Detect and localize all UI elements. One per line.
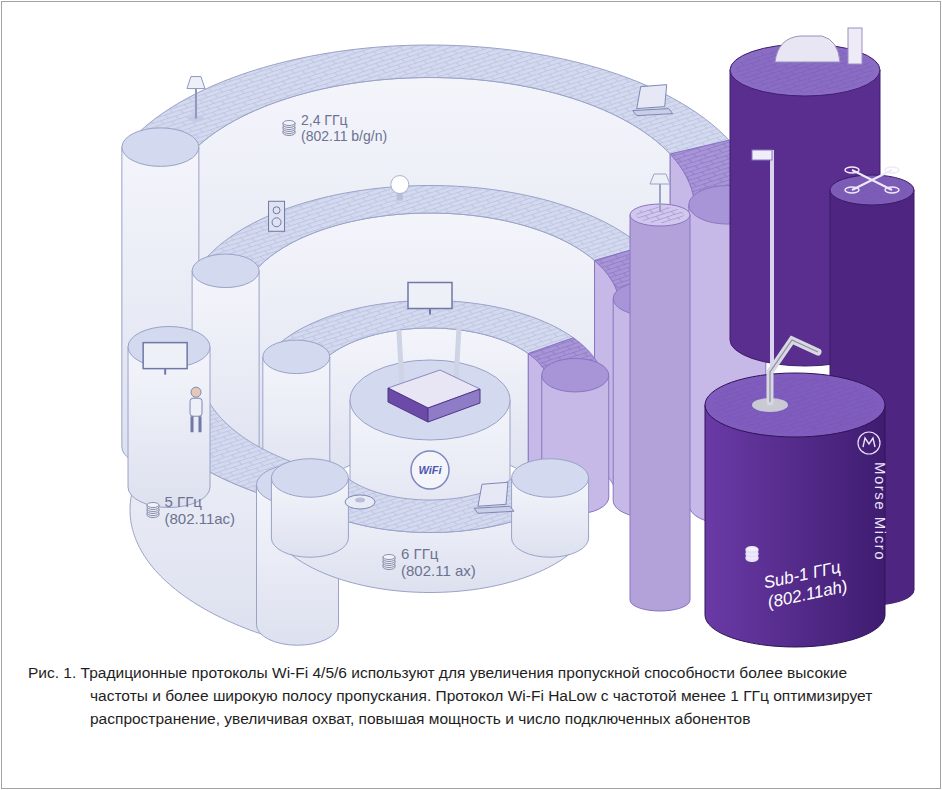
illustration-shape <box>269 201 285 231</box>
storage-icon <box>282 119 296 137</box>
tv-icon <box>143 343 187 375</box>
pedestal-top <box>542 358 609 392</box>
halow-pillar: Morse MicroSub-1 ГГц (802.11ah) <box>705 395 885 645</box>
illustration-shape <box>273 207 280 214</box>
lamp-pole <box>659 180 661 212</box>
band-top <box>200 186 642 276</box>
coin <box>746 547 758 552</box>
pedestal-top <box>350 360 510 440</box>
drone-icon <box>852 170 892 190</box>
band-tiles <box>200 186 642 276</box>
storage-icon <box>146 501 160 519</box>
vacuum-icon <box>345 495 375 509</box>
lamp-shade <box>650 174 670 184</box>
band-top <box>131 45 729 154</box>
illustration-shape <box>192 416 200 432</box>
wifi-logo: WiFi <box>410 450 450 490</box>
band-label-text: 2,4 ГГц (802.11 b/g/n) <box>301 112 390 144</box>
pedestal-top <box>512 459 589 498</box>
logo-text: WiFi <box>410 450 450 490</box>
illustration-shape <box>770 340 818 402</box>
band-label: 2,4 ГГц (802.11 b/g/n) <box>282 112 390 144</box>
illustration-shape <box>191 387 201 397</box>
logo-mark <box>863 438 875 447</box>
illustration-shape <box>143 343 187 369</box>
band-label-text: 6 ГГц (802.11 ax) <box>401 545 478 580</box>
lamp-icon <box>187 77 205 122</box>
laptop-icon <box>474 482 514 513</box>
pedestal-top <box>271 459 348 498</box>
brand-name: Morse Micro <box>871 462 889 561</box>
morse-pillar <box>705 373 885 647</box>
illustration-shape <box>630 215 690 611</box>
pedestal-top <box>192 254 259 288</box>
illustration-shape <box>713 377 877 433</box>
purple-pillar <box>630 174 690 611</box>
coin <box>147 503 159 508</box>
illustration-shape <box>187 77 205 89</box>
person-icon <box>190 387 202 432</box>
storage-icon <box>745 545 759 563</box>
illustration-shape <box>355 497 365 502</box>
coin <box>283 121 295 126</box>
illustration-shape <box>705 373 885 437</box>
logo-ring <box>858 432 880 454</box>
illustration-shape <box>478 482 508 506</box>
band-tiles <box>131 45 729 154</box>
pedestal-top <box>122 128 199 167</box>
laptop-icon <box>633 85 673 116</box>
speaker-icon <box>269 201 285 231</box>
tv-icon <box>408 283 452 315</box>
band-label-text: Sub-1 ГГц (802.11ah) <box>762 557 849 612</box>
charger-icon <box>848 28 862 64</box>
illustration-shape <box>705 405 885 647</box>
illustration-shape <box>391 176 409 194</box>
router-icon <box>388 327 480 422</box>
logo-ring <box>411 451 449 489</box>
figure-caption: Рис. 1. Традиционные протоколы Wi-Fi 4/5… <box>28 662 898 731</box>
company-logo <box>856 430 882 456</box>
coin <box>383 555 395 560</box>
bulb-icon <box>391 176 409 201</box>
illustration-shape <box>836 178 908 202</box>
illustration-shape <box>388 388 428 422</box>
illustration-shape <box>474 506 514 513</box>
illustration-shape <box>456 327 459 380</box>
band-label-text: 5 ГГц (802.11ac) <box>165 493 205 528</box>
band-label: 5 ГГц (802.11ac) <box>146 493 205 528</box>
pedestal-side <box>128 347 210 508</box>
illustration-shape <box>429 309 431 315</box>
illustration-shape <box>345 495 375 509</box>
illustration-shape <box>408 283 452 309</box>
illustration-shape <box>164 369 166 375</box>
illustration-shape <box>190 398 202 416</box>
robot-arm-icon <box>752 340 818 412</box>
illustration-shape <box>633 109 673 116</box>
band-label: 6 ГГц (802.11 ax) <box>382 545 478 580</box>
illustration-shape <box>272 218 281 227</box>
camera-icon <box>752 150 772 160</box>
illustration-shape <box>637 85 667 109</box>
illustration-shape <box>770 340 818 402</box>
drone-rotor <box>885 187 899 193</box>
camera-pole <box>770 150 774 380</box>
pedestal-top <box>263 340 330 374</box>
illustration-shape <box>428 389 480 422</box>
drone-rotor <box>885 167 899 173</box>
drone-rotor <box>845 187 859 193</box>
drone-rotor <box>845 167 859 173</box>
storage-icon <box>382 553 396 571</box>
illustration-shape <box>399 332 402 386</box>
car-icon <box>775 36 840 62</box>
illustration-shape <box>195 85 197 119</box>
